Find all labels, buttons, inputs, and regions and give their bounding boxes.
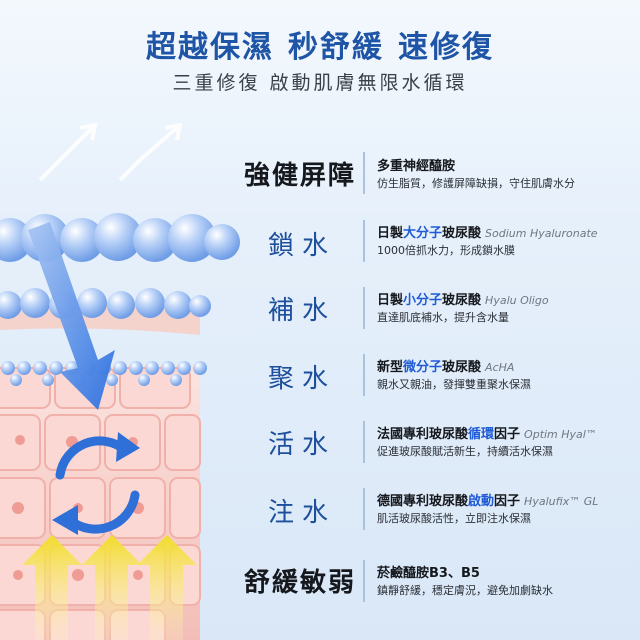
title-post: 因子: [494, 494, 521, 509]
feature-desc-niacinamide: 鎮靜舒緩，穩定膚況，避免加劇缺水: [377, 584, 553, 597]
hero-title-part-2: 秒舒緩: [288, 30, 384, 65]
hero-subtitle: 三重修復 啟動肌膚無限水循環: [172, 72, 468, 94]
large-bubbles-row: [0, 213, 240, 262]
feature-desc-hyalufix: 肌活玻尿酸活性，立即注水保濕: [377, 512, 531, 525]
divider-1: [363, 152, 365, 194]
title-highlight: 小分子: [403, 293, 443, 308]
label-active-water: 活水: [267, 430, 336, 460]
title-pre: 日製: [377, 226, 404, 241]
title-english: AcHA: [485, 361, 515, 374]
divider-4: [363, 354, 365, 396]
upward-check-arrows: [38, 122, 183, 182]
divider-5: [363, 421, 365, 463]
feature-desc-ceramide: 仿生脂質，修護屏障缺損，守住肌膚水分: [377, 177, 575, 190]
title-highlight: 循環: [468, 427, 495, 442]
label-soothe: 舒緩敏弱: [243, 568, 356, 598]
title-post: 玻尿酸: [442, 360, 482, 375]
divider-7: [363, 560, 365, 602]
title-post: 玻尿酸: [442, 226, 482, 241]
title-english: Hyalu Oligo: [485, 294, 549, 307]
penetration-arrow: [28, 222, 115, 410]
divider-6: [363, 488, 365, 530]
feature-desc-optim-hyal: 促進玻尿酸賦活新生，持續活水保濕: [377, 445, 553, 458]
label-replenish-water: 補水: [267, 296, 336, 326]
label-gather-water: 聚水: [267, 364, 336, 394]
title-highlight: 微分子: [403, 360, 443, 375]
upward-yellow-arrows: [22, 535, 197, 640]
hero-title-part-1: 超越保濕: [146, 30, 274, 65]
feature-desc-large-ha: 1000倍抓水力，形成鎖水膜: [377, 244, 515, 257]
label-inject-water: 注水: [267, 498, 336, 528]
title-english: Sodium Hyaluronate: [485, 227, 598, 240]
feature-title-ceramide: 多重神經醯胺: [377, 159, 456, 174]
circulation-arrows-icon: [55, 436, 140, 534]
label-barrier: 強健屏障: [243, 161, 356, 191]
title-highlight: 大分子: [403, 226, 443, 241]
skin-illustration: [0, 122, 240, 640]
title-post: 玻尿酸: [442, 293, 482, 308]
feature-desc-small-ha: 直達肌底補水，提升含水量: [377, 311, 509, 324]
title-pre: 德國專利玻尿酸: [377, 494, 469, 509]
label-lock-water: 鎖水: [267, 231, 336, 261]
title-english: Optim Hyal™: [524, 428, 597, 441]
feature-desc-micro-ha: 親水又親油，發揮雙重聚水保濕: [377, 378, 531, 391]
title-pre: 法國專利玻尿酸: [377, 427, 469, 442]
title-pre: 日製: [377, 293, 404, 308]
feature-title-niacinamide: 菸鹼醯胺B3、B5: [377, 566, 480, 581]
title-post: 因子: [494, 427, 521, 442]
divider-2: [363, 220, 365, 262]
title-english: Hyalufix™ GL: [524, 495, 599, 508]
hero-title: 超越保濕秒舒緩速修復: [0, 22, 640, 66]
title-pre: 新型: [377, 360, 404, 375]
hero-title-part-3: 速修復: [398, 30, 494, 65]
title-highlight: 啟動: [468, 494, 495, 509]
divider-3: [363, 287, 365, 329]
